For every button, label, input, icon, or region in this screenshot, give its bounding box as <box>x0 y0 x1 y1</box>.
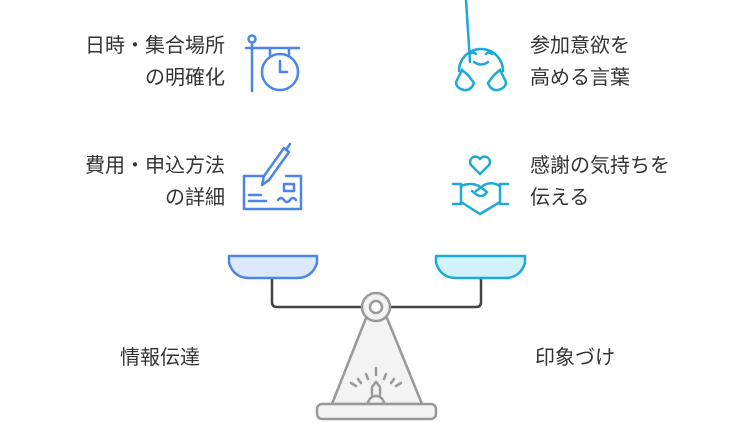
handshake-heart-icon <box>451 155 510 216</box>
label-line: の明確化 <box>145 65 225 89</box>
label-line: 参加意欲を <box>530 33 630 57</box>
label-line: 高める言葉 <box>530 65 630 89</box>
scale-right-label: 印象づけ <box>535 345 615 369</box>
balance-scale <box>227 254 527 421</box>
right-pan <box>434 254 527 280</box>
check-writing-icon <box>242 142 303 211</box>
label-line: の詳細 <box>165 185 225 209</box>
label-line: 感謝の気持ちを <box>530 153 670 177</box>
right-item-motivation: 参加意欲を 高める言葉 <box>530 29 630 93</box>
scale-left-label: 情報伝達 <box>120 345 200 369</box>
left-item-cost: 費用・申込方法 の詳細 <box>85 149 225 213</box>
label-line: 日時・集合場所 <box>85 33 225 57</box>
left-pan <box>227 254 319 280</box>
scale-base <box>315 402 438 421</box>
label-line: 費用・申込方法 <box>85 153 225 177</box>
signboard-clock-icon <box>244 34 301 93</box>
scale-stand <box>330 316 424 406</box>
happy-face-hug-icon <box>454 0 508 92</box>
left-item-schedule: 日時・集合場所 の明確化 <box>85 29 225 93</box>
right-item-gratitude: 感謝の気持ちを 伝える <box>530 149 670 213</box>
light-icon <box>349 366 403 406</box>
label-line: 伝える <box>530 185 590 209</box>
